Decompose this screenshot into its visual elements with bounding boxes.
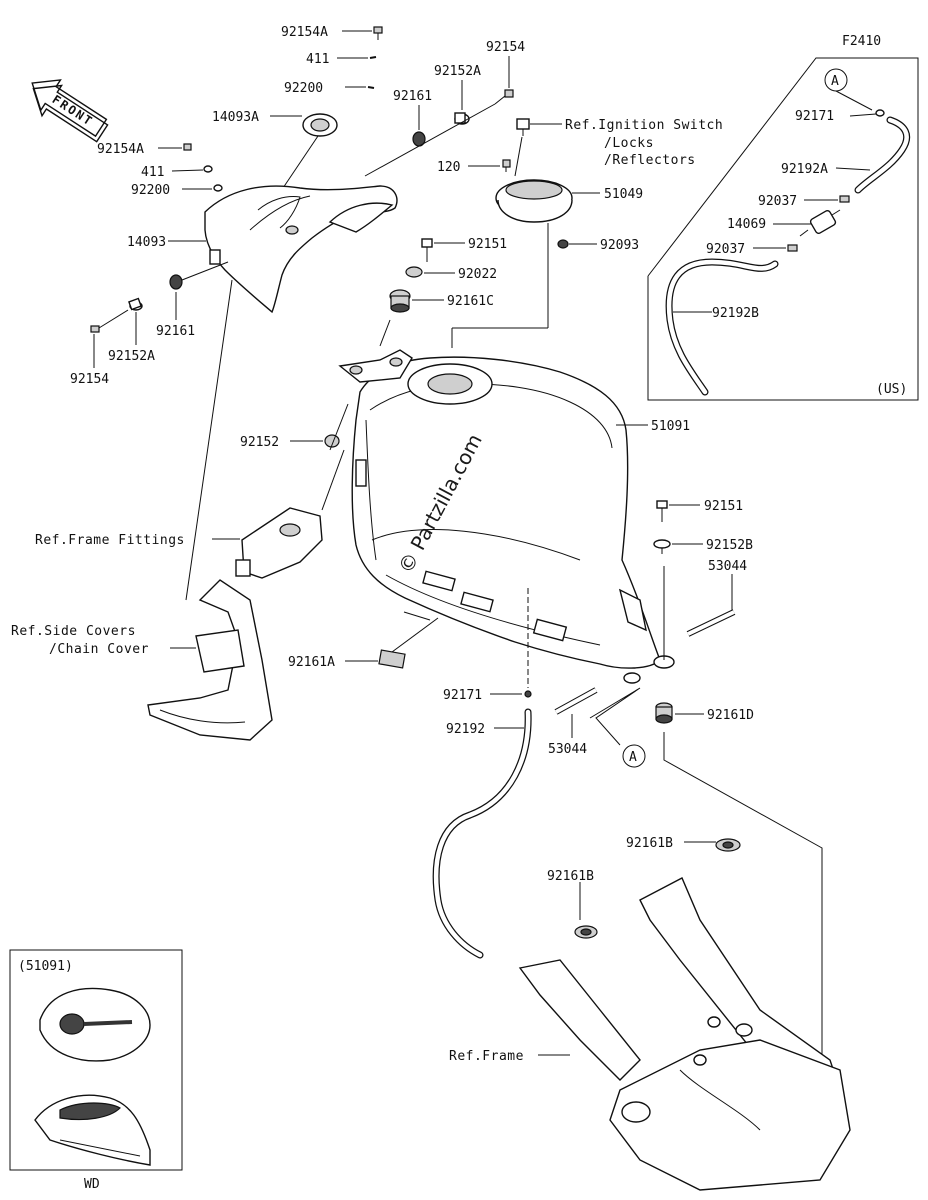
label-92161B-right: 92161B xyxy=(626,836,673,851)
collar-92152B xyxy=(653,539,671,554)
front-arrow-icon: FRONT xyxy=(31,79,109,143)
label-92152B: 92152B xyxy=(706,538,753,553)
damper-92161A xyxy=(378,649,406,669)
bolt-92151-right xyxy=(656,500,668,522)
screw-ref-ignition xyxy=(516,118,530,136)
washer-92022 xyxy=(405,266,423,278)
label-92154A-left: 92154A xyxy=(97,142,144,157)
diagram-code: F2410 xyxy=(842,34,881,49)
cap-ring-14093A xyxy=(302,113,338,137)
label-92161C: 92161C xyxy=(447,294,494,309)
bolt-92154A-left xyxy=(183,143,192,151)
side-cover-chain-cover xyxy=(147,579,273,741)
label-411-top: 411 xyxy=(306,52,329,67)
label-53044-right: 53044 xyxy=(708,559,747,574)
label-92161B-left: 92161B xyxy=(547,869,594,884)
washer-92093 xyxy=(557,239,569,249)
clamp-92171 xyxy=(524,690,532,698)
bolt-92154A-top xyxy=(373,26,383,40)
tube-53044-bottom xyxy=(554,687,598,715)
screw-120 xyxy=(502,159,511,172)
main-callout-a: A xyxy=(629,750,637,765)
label-92161-top: 92161 xyxy=(393,89,432,104)
grommet-92161B-right xyxy=(715,838,741,852)
label-92151-top: 92151 xyxy=(468,237,507,252)
label-92192A: 92192A xyxy=(781,162,828,177)
ref-frame: Ref.Frame xyxy=(449,1049,524,1064)
tank-cover-14093 xyxy=(204,185,398,314)
label-53044-bottom: 53044 xyxy=(548,742,587,757)
label-14093A: 14093A xyxy=(212,110,259,125)
label-92152: 92152 xyxy=(240,435,279,450)
label-92161-left: 92161 xyxy=(156,324,195,339)
collar-92152 xyxy=(324,434,340,448)
ref-frame-fittings: Ref.Frame Fittings xyxy=(35,533,185,548)
ref-chain-cover: /Chain Cover xyxy=(49,642,149,657)
label-92037-a: 92037 xyxy=(758,194,797,209)
clamp-92171-us xyxy=(875,109,885,117)
wd-caption: WD xyxy=(84,1177,100,1192)
bolt-92154-left xyxy=(90,309,129,333)
fuel-cap-51049 xyxy=(495,179,573,223)
fitting-92037-b xyxy=(787,244,798,252)
nut-92200-left xyxy=(213,184,223,192)
hose-92192B xyxy=(665,258,779,396)
label-14093: 14093 xyxy=(127,235,166,250)
ref-locks: /Locks xyxy=(604,136,654,151)
label-14069: 14069 xyxy=(727,217,766,232)
label-92152A-top: 92152A xyxy=(434,64,481,79)
bolt-92151-top xyxy=(421,238,433,262)
ref-ignition-switch: Ref.Ignition Switch xyxy=(565,118,723,133)
hose-92192 xyxy=(432,708,532,959)
label-92200-left: 92200 xyxy=(131,183,170,198)
label-92192: 92192 xyxy=(446,722,485,737)
label-51091: 51091 xyxy=(651,419,690,434)
ref-side-covers: Ref.Side Covers xyxy=(11,624,136,639)
label-92192B: 92192B xyxy=(712,306,759,321)
label-92151-right: 92151 xyxy=(704,499,743,514)
label-92200-top: 92200 xyxy=(284,81,323,96)
label-411-left: 411 xyxy=(141,165,164,180)
grommet-92161B-left xyxy=(574,925,598,939)
label-92161A: 92161A xyxy=(288,655,335,670)
label-51049: 51049 xyxy=(604,187,643,202)
wd-inset-tag: (51091) xyxy=(18,959,73,974)
us-tag: (US) xyxy=(876,382,907,397)
grommet-92161-left xyxy=(169,274,183,290)
us-inset-box: A (US) xyxy=(647,57,919,401)
label-92093: 92093 xyxy=(600,238,639,253)
label-92171-us: 92171 xyxy=(795,109,834,124)
label-92154-top: 92154 xyxy=(486,40,525,55)
fitting-92037-a xyxy=(839,195,850,203)
label-92154-left: 92154 xyxy=(70,372,109,387)
label-92161D: 92161D xyxy=(707,708,754,723)
label-92154A-top: 92154A xyxy=(281,25,328,40)
fuel-filter-14069 xyxy=(799,209,841,237)
label-92152A-left: 92152A xyxy=(108,349,155,364)
label-92037-b: 92037 xyxy=(706,242,745,257)
bolt-92154-top xyxy=(494,89,514,105)
label-92171: 92171 xyxy=(443,688,482,703)
nut-411-left xyxy=(203,165,213,173)
us-callout-a: A xyxy=(831,74,839,89)
grommet-92161C xyxy=(389,289,411,313)
ref-reflectors: /Reflectors xyxy=(604,153,696,168)
fuel-tank-51091 xyxy=(338,349,675,684)
frame xyxy=(518,877,851,1191)
label-92022: 92022 xyxy=(458,267,497,282)
tube-53044-right xyxy=(686,609,736,637)
collar-92152A-left xyxy=(128,297,143,311)
frame-fittings-bracket xyxy=(235,507,323,579)
wd-inset-box: (51091) WD xyxy=(9,949,183,1192)
label-120: 120 xyxy=(437,160,460,175)
grommet-92161D xyxy=(655,702,673,724)
